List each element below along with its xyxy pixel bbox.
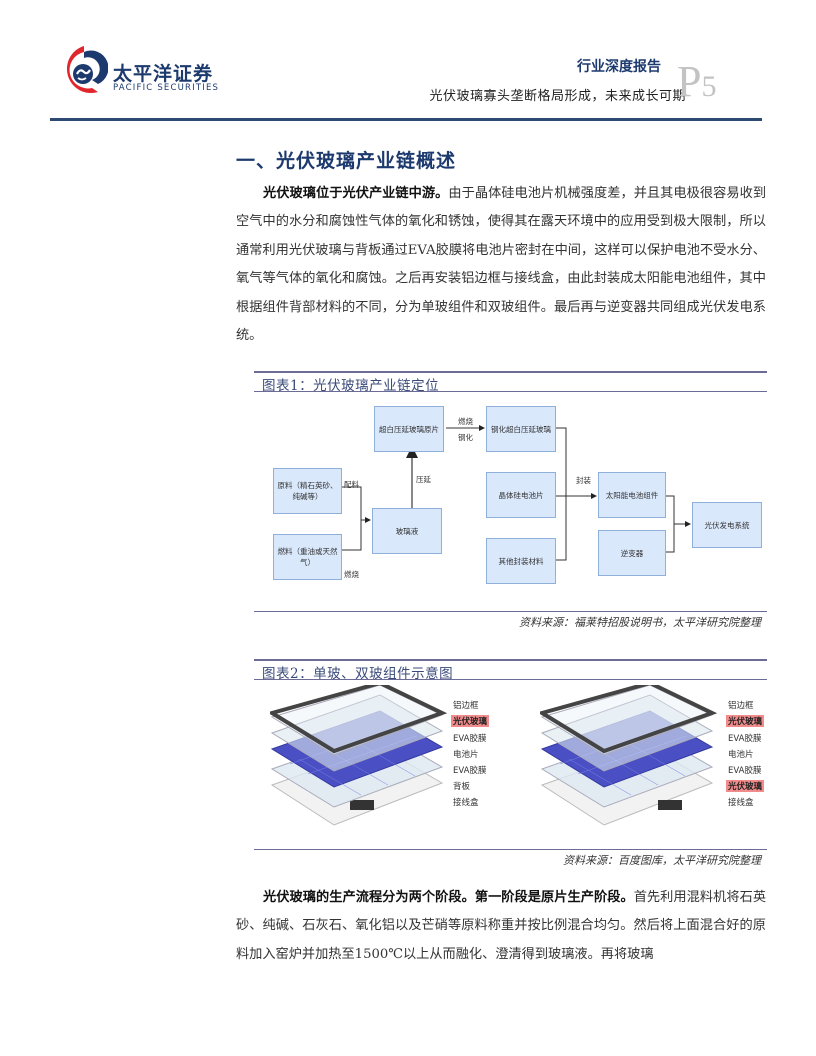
node-rolled-glass-sheet: 超白压延玻璃原片: [374, 406, 444, 452]
logo-chinese-name: 太平洋证券: [113, 63, 214, 85]
double-layer-6: 接线盒: [728, 798, 754, 808]
node-inverter: 逆变器: [598, 530, 666, 576]
paragraph-intro: 光伏玻璃位于光伏产业链中游。由于晶体硅电池片机械强度差，并且其电极很容易收到空气…: [236, 180, 766, 350]
edge-label-fire: 燃烧: [458, 417, 473, 426]
paragraph-intro-body: 由于晶体硅电池片机械强度差，并且其电极很容易收到空气中的水分和腐蚀性气体的氧化和…: [236, 186, 767, 344]
figure1-source: 资料来源：福莱特招股说明书，太平洋研究院整理: [519, 616, 761, 629]
paragraph-production: 光伏玻璃的生产流程分为两个阶段。第一阶段是原片生产阶段。首先利用混料机将石英砂、…: [236, 884, 766, 969]
edge-label-mix: 配料: [344, 480, 359, 489]
double-layer-5: 光伏玻璃: [726, 780, 765, 792]
diagram-connectors: [340, 425, 691, 561]
paragraph-production-lead: 光伏玻璃的生产流程分为两个阶段。第一阶段是原片生产阶段。: [263, 890, 634, 905]
figure2-source: 资料来源：百度图库，太平洋研究院整理: [563, 854, 761, 867]
figure2-title: 图表2：单玻、双玻组件示意图: [262, 666, 454, 682]
single-glass-module-illustration: 铝边框 光伏玻璃 EVA胶膜 电池片 EVA胶膜 背板 接线盒: [267, 680, 510, 835]
header-divider: [50, 118, 762, 121]
double-glass-exploded-icon: [537, 680, 718, 826]
single-layer-4: EVA胶膜: [453, 766, 487, 776]
edge-label-temper: 钢化: [458, 433, 473, 442]
node-pv-system: 光伏发电系统: [692, 502, 762, 548]
single-layer-0: 铝边框: [453, 701, 479, 711]
double-layer-2: EVA胶膜: [728, 734, 762, 744]
single-layer-3: 电池片: [453, 750, 479, 760]
node-other-packaging: 其他封装材料: [486, 538, 556, 584]
pacific-securities-logo-icon: [66, 46, 108, 94]
figure1-top-rule: [254, 371, 767, 373]
page-number: P5: [677, 60, 716, 109]
single-glass-exploded-icon: [267, 680, 448, 826]
report-subtitle: 光伏玻璃寡头垄断格局形成，未来成长可期: [429, 89, 686, 104]
figure1-title-rule: [254, 391, 767, 392]
node-glass-melt: 玻璃液: [372, 508, 442, 554]
node-fuel: 燃料（重油或天然气）: [273, 534, 342, 580]
double-glass-module-illustration: 铝边框 光伏玻璃 EVA胶膜 电池片 EVA胶膜 光伏玻璃 接线盒: [537, 680, 770, 835]
double-layer-4: EVA胶膜: [728, 766, 762, 776]
double-layer-0: 铝边框: [728, 701, 754, 711]
single-layer-2: EVA胶膜: [453, 734, 487, 744]
figure1-title: 图表1：光伏玻璃产业链定位: [262, 378, 440, 394]
node-raw-materials: 原料（精石英砂、纯碱等）: [273, 468, 342, 514]
figure2-top-rule: [254, 659, 767, 661]
node-solar-module: 太阳能电池组件: [598, 472, 666, 518]
single-layer-6: 接线盒: [453, 798, 479, 808]
single-layer-5: 背板: [453, 782, 471, 792]
double-layer-3: 电池片: [728, 750, 754, 760]
page-prefix: P: [677, 57, 702, 106]
edge-label-pack: 封装: [576, 476, 591, 485]
paragraph-intro-lead: 光伏玻璃位于光伏产业链中游。: [263, 186, 449, 201]
single-layer-1: 光伏玻璃: [451, 715, 490, 727]
edge-label-burn: 燃烧: [344, 570, 359, 579]
section-heading: 一、光伏玻璃产业链概述: [236, 150, 457, 172]
industry-chain-diagram: 原料（精石英砂、纯碱等） 燃料（重油或天然气） 玻璃液 超白压延玻璃原片 钢化超…: [254, 392, 767, 610]
double-layer-1: 光伏玻璃: [726, 715, 765, 727]
page-number-value: 5: [701, 70, 717, 103]
node-silicon-cell: 晶体硅电池片: [486, 472, 556, 518]
figure2-bottom-rule: [254, 849, 767, 850]
figure2-title-rule: [254, 679, 767, 680]
node-tempered-glass: 钢化超白压延玻璃: [486, 406, 556, 452]
paragraph-production-body: 首先利用混料机将石英砂、纯碱、石灰石、氧化铝以及芒硝等原料称重并按比例混合均匀。…: [236, 890, 767, 962]
figure1-bottom-rule: [254, 611, 767, 612]
logo-english-name: PACIFIC SECURITIES: [113, 83, 220, 93]
edge-label-roll: 压延: [416, 475, 431, 484]
report-type: 行业深度报告: [577, 59, 661, 75]
